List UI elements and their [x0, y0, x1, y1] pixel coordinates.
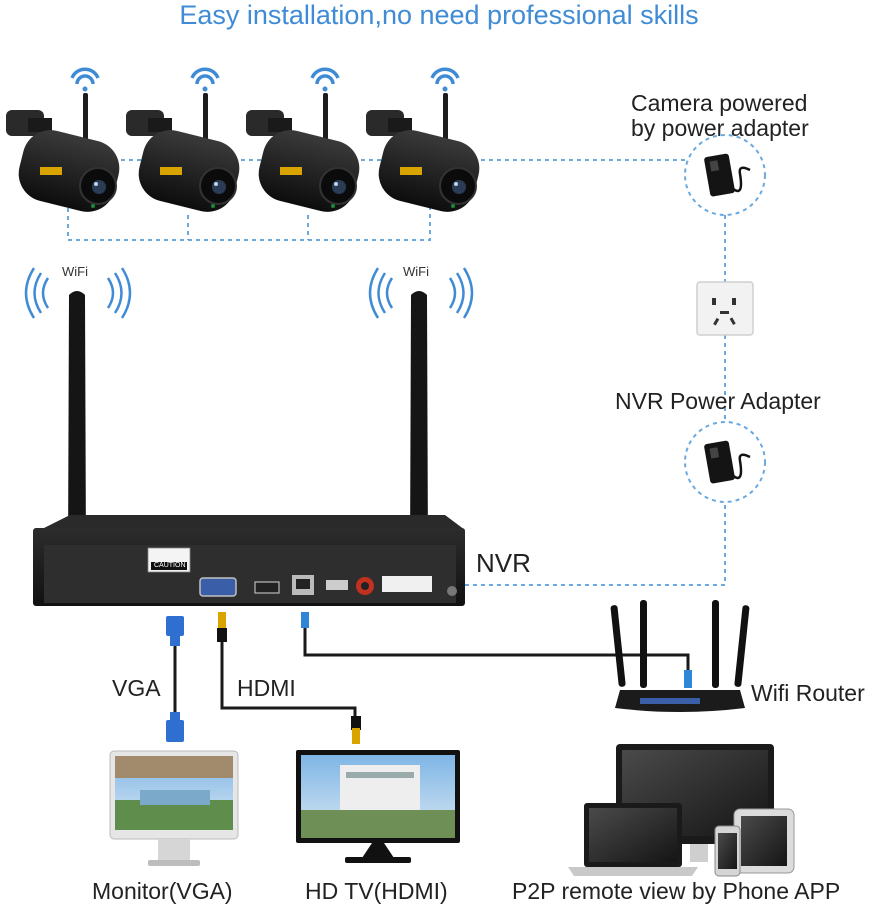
wifi-right-label: WiFi	[403, 264, 429, 279]
tv-icon	[296, 750, 460, 863]
nvr-antenna	[64, 291, 430, 570]
hdmi-connector-icon	[217, 612, 361, 744]
router-icon	[610, 600, 750, 712]
phone-icon	[714, 825, 741, 877]
monitor-icon	[109, 750, 239, 866]
camera-power-label: Camera powered by power adapter	[631, 92, 809, 140]
bullet-camera-icon	[6, 67, 120, 212]
nvr-power-label: NVR Power Adapter	[615, 388, 821, 414]
nvr-power-line	[463, 505, 726, 586]
vga-connector-icon	[166, 616, 184, 742]
tablet-icon	[733, 808, 795, 874]
wall-socket-icon	[696, 281, 754, 336]
wifi-signal-icon	[24, 267, 474, 319]
camera-power-line-1: Camera powered	[631, 90, 808, 116]
wifi-left-label: WiFi	[62, 264, 88, 279]
page-title: Easy installation,no need professional s…	[179, 0, 699, 30]
hdtv-label: HD TV(HDMI)	[305, 878, 448, 904]
cables	[173, 618, 690, 722]
hdmi-label: HDMI	[237, 675, 296, 701]
laptop-icon	[568, 803, 698, 876]
camera-group	[6, 67, 488, 220]
vga-label: VGA	[112, 675, 161, 701]
caution-label: CAUTION	[154, 562, 186, 569]
camera-link-line	[67, 208, 431, 241]
power-adapter-icon	[684, 421, 766, 503]
power-adapter-icon	[684, 134, 766, 216]
nvr-label: NVR	[476, 548, 531, 578]
camera-power-line-2: by power adapter	[631, 115, 809, 141]
monitor-label: Monitor(VGA)	[92, 878, 233, 904]
nvr-device-icon	[33, 515, 465, 606]
router-label: Wifi Router	[751, 680, 865, 706]
lan-connector-icon	[301, 612, 692, 688]
p2p-label: P2P remote view by Phone APP	[512, 878, 841, 904]
